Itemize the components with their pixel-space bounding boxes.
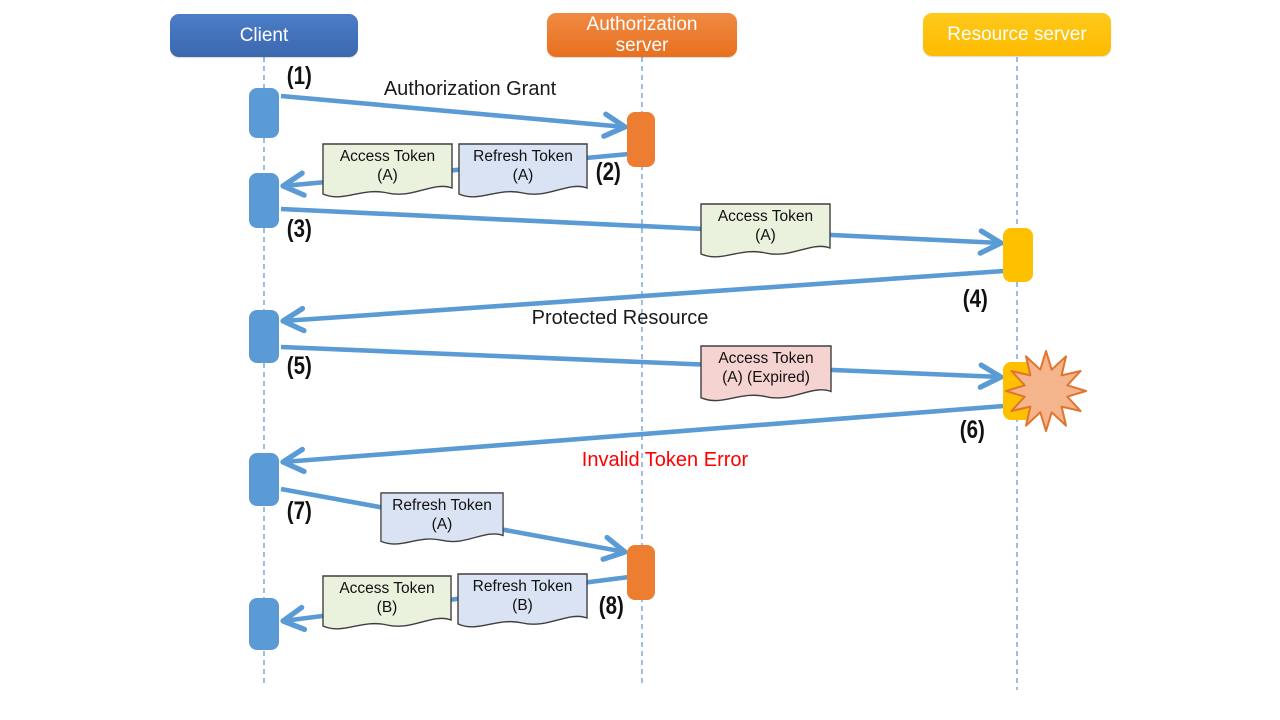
note-access-token-b: Access Token(B) [322, 575, 452, 635]
actor-resource-server: Resource server [923, 13, 1111, 56]
client-activation-1 [249, 88, 279, 138]
note-shape [322, 143, 453, 198]
client-activation-3 [249, 310, 279, 363]
note-shape [458, 143, 588, 198]
client-activation-5 [249, 598, 279, 650]
note-refresh-token-a-1: Refresh Token(A) [458, 143, 588, 203]
resource-server-activation-1 [1003, 228, 1033, 282]
note-shape [700, 203, 831, 258]
arrow-4-protected-resource [280, 268, 1005, 334]
note-shape [380, 492, 504, 545]
note-access-token-a-expired: Access Token(A) (Expired) [700, 345, 832, 407]
actor-client: Client [170, 14, 358, 57]
auth-server-activation-1 [627, 112, 655, 167]
arrow-6-invalid-token-error [280, 403, 1005, 475]
auth-server-activation-2 [627, 545, 655, 600]
note-access-token-a-1: Access Token(A) [322, 143, 453, 203]
client-activation-2 [249, 173, 279, 228]
step-label-6: (6) [959, 416, 985, 444]
step-label-2: (2) [595, 158, 621, 186]
actor-authorization-server: Authorization server [547, 13, 737, 57]
step-label-8: (8) [598, 592, 624, 620]
note-refresh-token-b: Refresh Token(B) [457, 573, 588, 633]
note-access-token-a-2: Access Token(A) [700, 203, 831, 263]
step-label-7: (7) [286, 497, 312, 525]
step-label-3: (3) [286, 215, 312, 243]
step-label-4: (4) [962, 285, 988, 313]
actor-authorization-server-label: Authorization server [586, 14, 698, 56]
arrow-3-access-token-request [280, 206, 1004, 256]
message-label-protected-resource: Protected Resource [531, 307, 709, 329]
arrow-5-expired-token [280, 344, 1004, 390]
error-burst-icon [1005, 350, 1087, 432]
message-label-authorization-grant: Authorization Grant [383, 78, 557, 100]
arrow-1-authorization-grant [280, 93, 628, 139]
client-activation-4 [249, 453, 279, 506]
note-refresh-token-a-2: Refresh Token(A) [380, 492, 504, 550]
step-label-1: (1) [286, 62, 312, 90]
actor-resource-server-label: Resource server [947, 23, 1087, 45]
step-label-5: (5) [286, 352, 312, 380]
note-shape [322, 575, 452, 630]
note-shape [457, 573, 588, 628]
message-label-invalid-token-error: Invalid Token Error [581, 449, 749, 471]
note-shape [700, 345, 832, 402]
actor-client-label: Client [239, 24, 289, 46]
